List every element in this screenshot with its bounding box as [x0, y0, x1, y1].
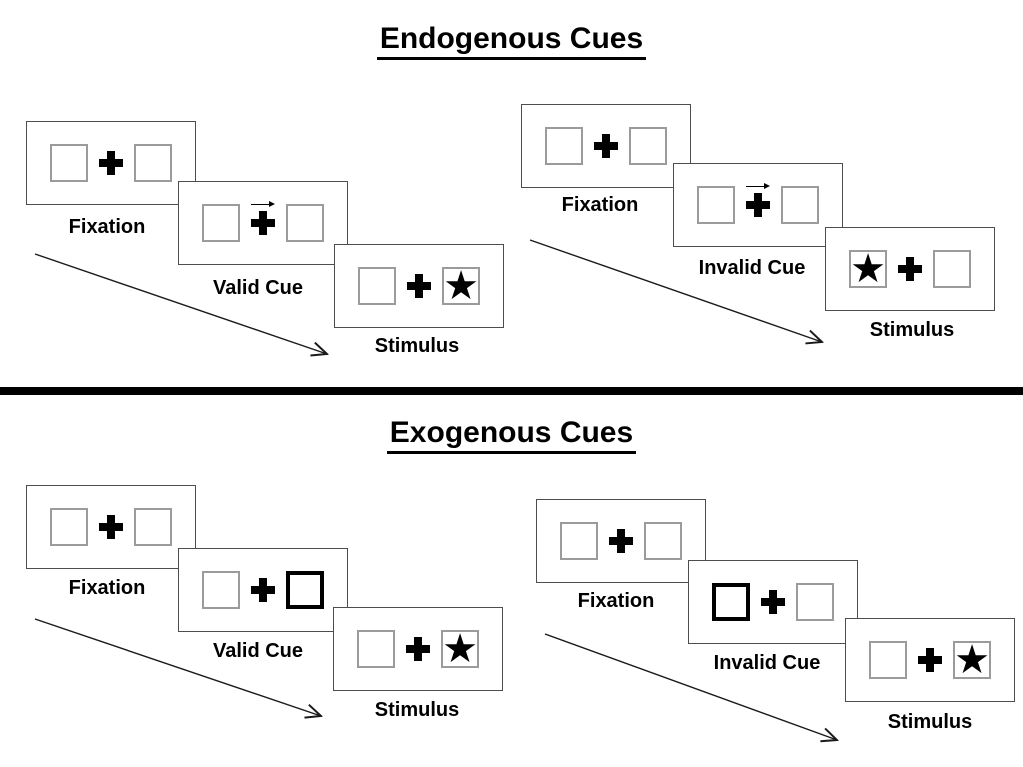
star-icon: ★ [443, 263, 479, 309]
right-arrow-icon [251, 201, 275, 208]
frame-label: Invalid Cue [698, 257, 806, 279]
left-placeholder-square [202, 204, 240, 242]
left-placeholder-square [545, 127, 583, 165]
frame-label: Stimulus [887, 711, 973, 733]
frame-label: Invalid Cue [713, 652, 821, 674]
frame-label: Fixation [68, 216, 146, 238]
fixation-cross-icon [746, 193, 770, 217]
valid-cue-frame [178, 548, 348, 632]
fixation-cross-icon [918, 648, 942, 672]
fixation-cross-icon [407, 274, 431, 298]
left-placeholder-square [560, 522, 598, 560]
left-placeholder-square [358, 267, 396, 305]
right-placeholder-square [134, 144, 172, 182]
fixation-frame [26, 121, 196, 205]
right-placeholder-square [134, 508, 172, 546]
right-arrow-icon [746, 183, 770, 190]
stimulus-frame: ★ [845, 618, 1015, 702]
right-target-square: ★ [442, 263, 480, 309]
star-icon: ★ [954, 637, 990, 683]
fixation-cross-icon [898, 257, 922, 281]
left-placeholder-square [869, 641, 907, 679]
right-placeholder-square [796, 583, 834, 621]
right-cue-square [286, 571, 324, 609]
left-target-square: ★ [849, 246, 887, 292]
right-placeholder-square [781, 186, 819, 224]
timeline-arrow-exogenous-invalid [544, 633, 837, 740]
frame-label: Stimulus [374, 699, 460, 721]
right-placeholder-square [629, 127, 667, 165]
fixation-cross-icon [251, 578, 275, 602]
stimulus-frame: ★ [333, 607, 503, 691]
fixation-cross-icon [609, 529, 633, 553]
section-title-exogenous: Exogenous Cues [0, 416, 1023, 454]
fixation-cross-icon [761, 590, 785, 614]
right-target-square: ★ [441, 626, 479, 672]
invalid-cue-frame [673, 163, 843, 247]
fixation-cross-icon [99, 515, 123, 539]
fixation-frame [521, 104, 691, 188]
timeline-arrow-exogenous-valid [34, 618, 321, 716]
frame-label: Fixation [68, 577, 146, 599]
fixation-cross-icon [406, 637, 430, 661]
left-placeholder-square [697, 186, 735, 224]
stimulus-frame: ★ [334, 244, 504, 328]
invalid-cue-frame [688, 560, 858, 644]
right-placeholder-square [286, 204, 324, 242]
frame-label: Stimulus [869, 319, 955, 341]
frame-label: Stimulus [374, 335, 460, 357]
section-divider [0, 387, 1023, 395]
valid-cue-frame [178, 181, 348, 265]
left-placeholder-square [50, 508, 88, 546]
fixation-frame [536, 499, 706, 583]
section-title-endogenous: Endogenous Cues [0, 22, 1023, 60]
right-placeholder-square [933, 250, 971, 288]
star-icon: ★ [850, 246, 886, 292]
frame-label: Valid Cue [212, 277, 304, 299]
star-icon: ★ [442, 626, 478, 672]
frame-label: Fixation [577, 590, 655, 612]
timeline-arrow-endogenous-valid [34, 253, 327, 354]
fixation-cross-icon [99, 151, 123, 175]
right-placeholder-square [644, 522, 682, 560]
frame-label: Valid Cue [212, 640, 304, 662]
section-title-text: Endogenous Cues [376, 22, 647, 60]
right-target-square: ★ [953, 637, 991, 683]
frame-label: Fixation [561, 194, 639, 216]
stimulus-frame: ★ [825, 227, 995, 311]
left-placeholder-square [357, 630, 395, 668]
left-placeholder-square [50, 144, 88, 182]
fixation-cross-icon [251, 211, 275, 235]
section-title-text: Exogenous Cues [386, 416, 637, 454]
left-cue-square [712, 583, 750, 621]
left-placeholder-square [202, 571, 240, 609]
timeline-arrow-endogenous-invalid [529, 239, 822, 342]
fixation-frame [26, 485, 196, 569]
fixation-cross-icon [594, 134, 618, 158]
